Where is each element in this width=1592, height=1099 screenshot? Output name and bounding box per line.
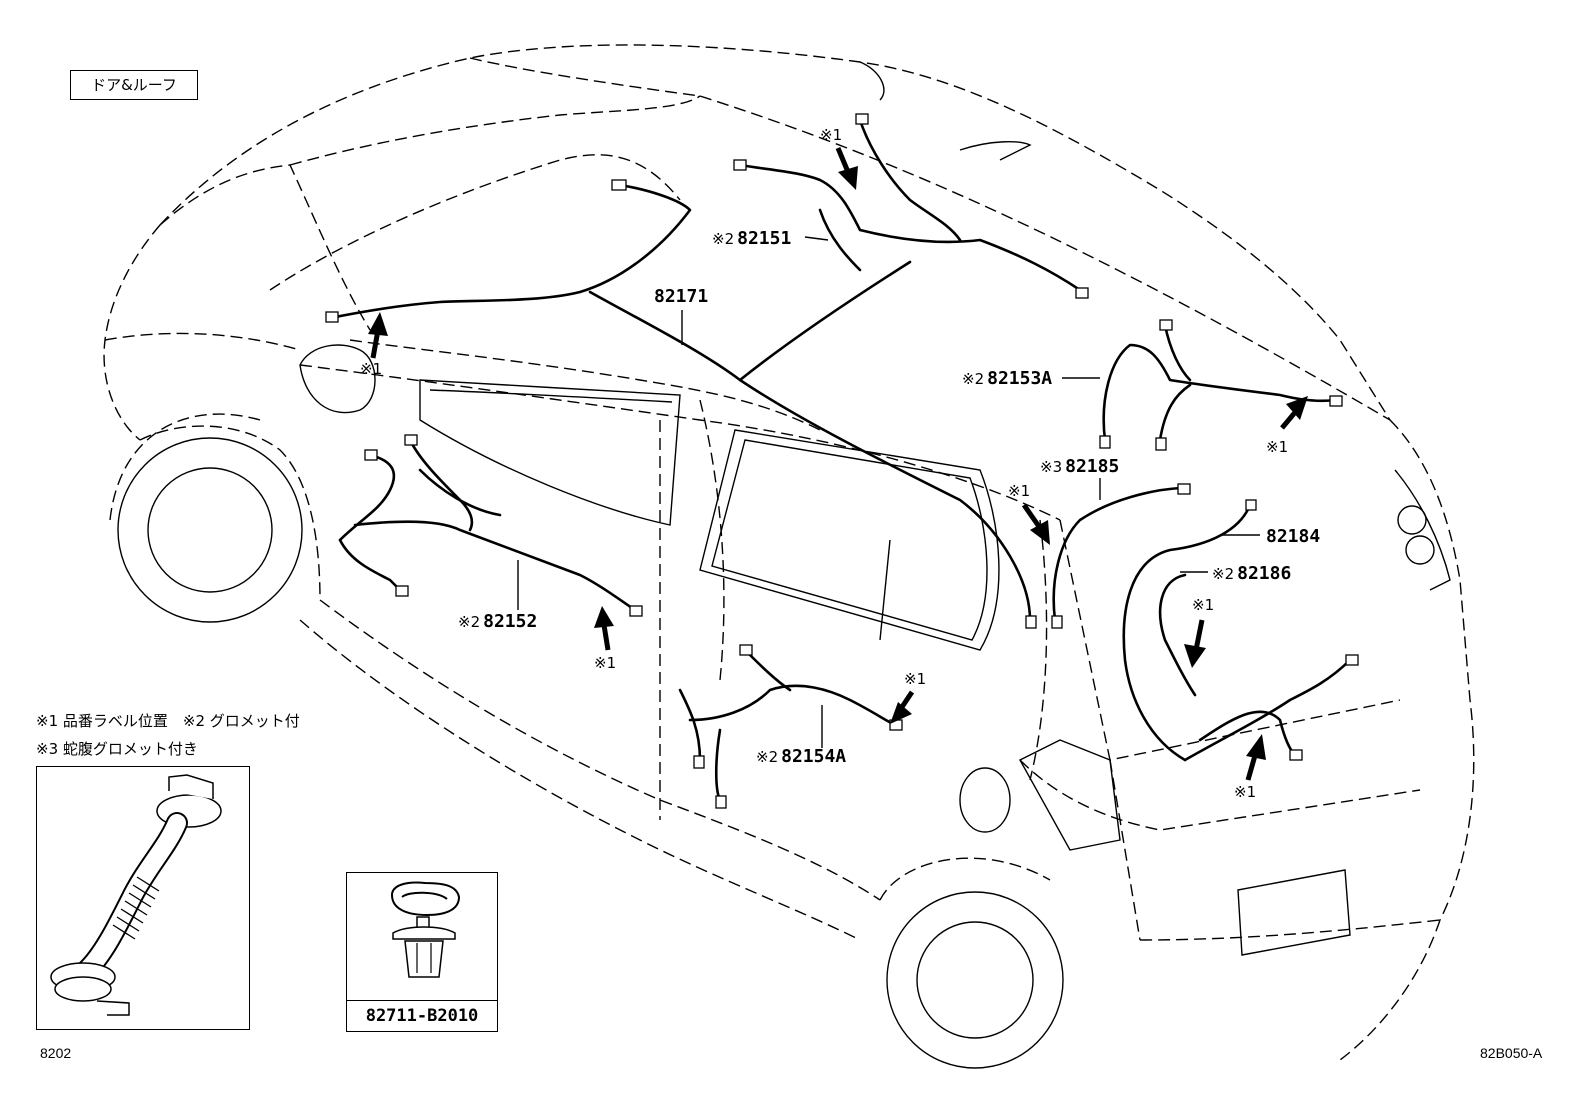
part-number: 82152 (483, 611, 538, 632)
arrow-7 (594, 606, 614, 651)
label-position-marker: ※1 (594, 654, 617, 672)
part-number: 82186 (1237, 563, 1292, 584)
label-position-marker: ※1 (1266, 438, 1289, 456)
note-mark: ※2 (756, 748, 779, 766)
label-position-marker: ※1 (1234, 783, 1257, 801)
part-number: 82171 (654, 286, 709, 307)
window-outlines (419, 379, 1000, 651)
arrow-8 (890, 690, 915, 724)
part-label-82184: 82184 (1266, 528, 1320, 546)
bellows-grommet-drawing (50, 774, 222, 1016)
part-number: 82154A (781, 746, 847, 767)
wire-harnesses (328, 118, 1352, 802)
footer-section-code: 8202 (40, 1045, 72, 1061)
label-position-marker: ※1 (820, 126, 843, 144)
part-label-82171: 82171 (654, 288, 708, 306)
grommet-inset (36, 766, 250, 1030)
section-label: ドア&ルーフ (70, 70, 198, 100)
arrow-6 (1245, 734, 1266, 781)
note-mark: ※3 (1040, 458, 1063, 476)
note-mark: ※2 (458, 613, 481, 631)
car-body-outline (103, 44, 1475, 1069)
label-position-marker: ※1 (1192, 596, 1215, 614)
arrow-5 (1184, 619, 1206, 668)
part-number: 82184 (1266, 526, 1321, 547)
leader-lines (517, 236, 1260, 748)
clip-part-number: 82711-B2010 (347, 1000, 497, 1031)
label-position-marker: ※1 (1008, 482, 1031, 500)
legend-note-line2: ※3 蛇腹グロメット付き (36, 740, 198, 758)
note-mark: ※2 (962, 370, 985, 388)
legend-note-line1: ※1 品番ラベル位置 ※2 グロメット付 (36, 712, 300, 730)
label-arrows (368, 147, 1308, 781)
clip-drawing (390, 881, 461, 978)
arrow-1 (368, 312, 388, 359)
arrow-2 (835, 147, 858, 190)
connectors (325, 113, 1359, 809)
arrow-4 (1021, 503, 1050, 545)
label-position-marker: ※1 (904, 670, 927, 688)
note-mark: ※2 (1212, 565, 1235, 583)
part-number: 82185 (1065, 456, 1120, 477)
clip-inset: 82711-B2010 (346, 872, 498, 1032)
footer-figure-code: 82B050-A (1480, 1045, 1543, 1061)
arrow-3 (1280, 396, 1308, 430)
part-number: 82153A (987, 368, 1053, 389)
label-position-marker: ※1 (360, 360, 383, 378)
part-number: 82151 (737, 228, 792, 249)
note-mark: ※2 (712, 230, 735, 248)
